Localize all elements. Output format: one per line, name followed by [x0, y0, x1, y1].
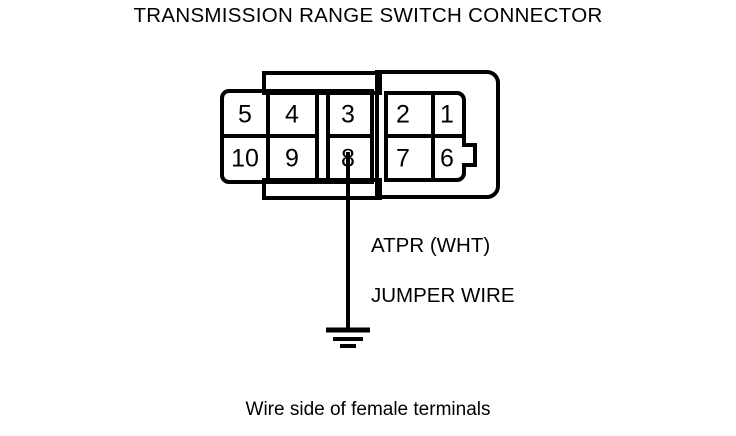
pin-label-1: 1: [440, 101, 454, 129]
left-half-top-tab: [262, 71, 382, 95]
connector-left-half: [220, 71, 382, 200]
pin-label-2: 2: [396, 101, 410, 129]
jumper-wire-group: [326, 152, 370, 348]
pin-label-5: 5: [238, 101, 252, 129]
right-half-outer-shell: [375, 70, 500, 199]
pin-label-3: 3: [341, 101, 355, 129]
left-half-shell: [220, 89, 374, 184]
pin-label-6: 6: [440, 145, 454, 173]
pin-label-10: 10: [231, 145, 259, 173]
connector-right-half: [375, 70, 500, 199]
wire-type-label: JUMPER WIRE: [371, 284, 515, 307]
diagram-caption: Wire side of female terminals: [245, 399, 491, 420]
ground-icon: [326, 327, 370, 348]
right-half-pin-block: [384, 91, 477, 182]
wire-signal-label: ATPR (WHT): [371, 234, 491, 257]
pin-label-4: 4: [285, 101, 299, 129]
pin-number-labels: 5 4 3 2 1 10 9 8 7 6: [231, 101, 454, 173]
pin-label-7: 7: [396, 145, 410, 173]
page-title: TRANSMISSION RANGE SWITCH CONNECTOR: [133, 4, 603, 27]
pin-label-9: 9: [285, 145, 299, 173]
